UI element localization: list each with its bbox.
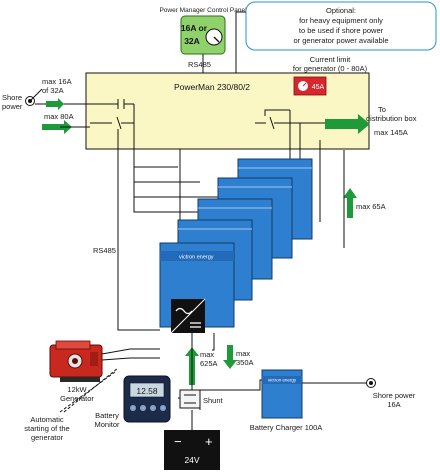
distribution-output-arrow (325, 114, 370, 134)
shunt (179, 389, 201, 409)
max625-line1: max (200, 350, 214, 359)
shore-plug-right-icon[interactable] (366, 378, 376, 388)
control-knob-icon[interactable] (205, 28, 223, 46)
shore-input-arrow (46, 98, 64, 110)
auto-start-line2: starting of the (24, 424, 69, 433)
shore-power-right-line2: 16A (387, 400, 400, 409)
charger-brand: victron energy (268, 378, 297, 383)
control-panel-title: Power Manager Control Panel (159, 7, 247, 14)
optional-note-line1: Optional: (326, 6, 356, 15)
auto-start-line3: generator (31, 433, 64, 442)
battery-charger: victron energy (261, 369, 303, 419)
max16-32-line1: max 16A (42, 77, 72, 86)
control-panel[interactable]: 16A or 32A (180, 15, 226, 55)
shore-power-left-line1: Shore (2, 93, 22, 102)
battery-monitor-line1: Battery (95, 411, 119, 420)
shore-power-left-line2: power (2, 102, 23, 111)
optional-note: Optional: for heavy equipment only to be… (245, 1, 437, 51)
max145-label: max 145A (374, 128, 408, 137)
battery-voltage: 24V (184, 455, 199, 465)
battery-monitor-line2: Monitor (94, 420, 120, 429)
charger-label: Battery Charger 100A (250, 423, 323, 432)
optional-note-line4: or generator power available (293, 36, 388, 45)
shunt-label: Shunt (203, 396, 224, 405)
limit-gauge-icon (298, 81, 308, 91)
distribution-line1: To (378, 105, 386, 114)
battery-monitor-display: 12.58 (136, 386, 158, 396)
max350-line2: 350A (236, 358, 254, 367)
max350-line1: max (236, 349, 250, 358)
max625-line2: 625A (200, 359, 218, 368)
max65-label: max 65A (356, 202, 386, 211)
current-limit-value: 45A (312, 84, 325, 91)
optional-note-line2: for heavy equipment only (299, 16, 383, 25)
auto-start-line1: Automatic (30, 415, 64, 424)
max16-32-line2: of 32A (42, 86, 64, 95)
stack-wiring (117, 110, 345, 331)
generator[interactable] (49, 340, 103, 382)
generator-line1: 12kW (67, 385, 87, 394)
rs485-side-label: RS485 (93, 246, 116, 255)
optional-note-line3: to be used if shore power (299, 26, 384, 35)
auto-start-signal-lines (59, 367, 119, 413)
powerman-title: PowerMan 230/80/2 (174, 82, 250, 92)
distribution-line2: distribution box (366, 114, 417, 123)
inverter-brand: victron energy (179, 255, 214, 261)
inverter-stack: victron energy (159, 158, 313, 334)
shore-power-right-line1: Shore power (373, 391, 416, 400)
max80-label: max 80A (44, 112, 74, 121)
battery-minus: − (174, 434, 182, 449)
battery-plus: + (205, 434, 213, 449)
inverter-symbol-icon (170, 298, 206, 334)
generator-input-arrow (42, 120, 72, 134)
control-panel-value-line1: 16A or (181, 23, 208, 33)
current-limit-display[interactable]: 45A (293, 76, 327, 96)
current-limit-line1: Current limit (310, 55, 351, 64)
generator-line2: Generator (60, 394, 94, 403)
battery: − + 24V (164, 430, 220, 470)
battery-monitor[interactable]: 12.58 (123, 375, 171, 423)
rs485-top-label: RS485 (188, 60, 211, 69)
control-panel-value-line2: 32A (184, 36, 200, 46)
max65-arrow (343, 188, 357, 218)
relay-contacts (90, 99, 290, 130)
current-limit-line2: for generator (0 - 80A) (293, 64, 368, 73)
max350-arrow (223, 345, 237, 369)
